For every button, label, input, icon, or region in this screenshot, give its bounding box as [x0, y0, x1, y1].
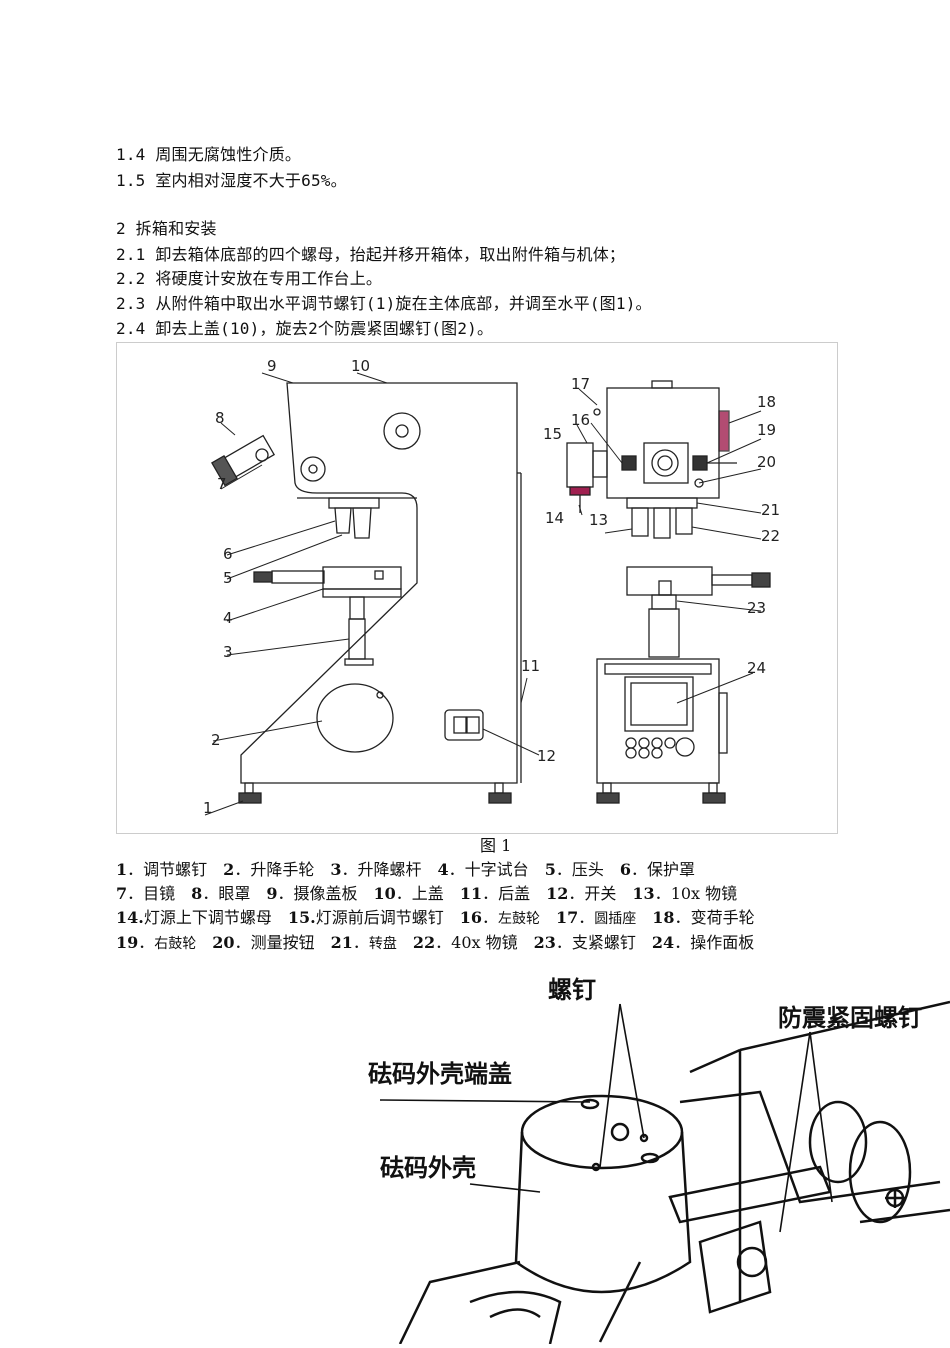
callout-15: 15	[543, 425, 562, 443]
callout-12: 12	[537, 747, 556, 765]
legend-number: 3	[330, 860, 342, 879]
callout-21: 21	[761, 501, 780, 519]
legend-number: 17	[556, 908, 579, 927]
callout-23: 23	[747, 599, 766, 617]
label-antishock-screw: 防震紧固螺钉	[778, 1004, 922, 1032]
legend-term: 调节螺钉	[143, 860, 208, 879]
legend-term: 灯源前后调节螺钉	[315, 908, 444, 927]
legend-number: 20	[212, 933, 235, 952]
legend-term: 保护罩	[647, 860, 696, 879]
callout-22: 22	[761, 527, 780, 545]
callout-19: 19	[757, 421, 776, 439]
label-screw: 螺钉	[548, 976, 596, 1004]
legend-number: 11	[459, 884, 483, 903]
legend-row: 1．调节螺钉 2．升降手轮 3．升降螺杆 4．十字试台 5．压头 6．保护罩	[116, 860, 696, 879]
legend-number: 14.	[116, 908, 144, 927]
callout-1: 1	[203, 799, 213, 817]
legend-number: 21	[330, 933, 353, 952]
legend-row: 7．目镜 8．眼罩 9．摄像盖板 10．上盖 11．后盖 12．开关 13．10…	[116, 884, 738, 903]
legend-term: 目镜	[143, 884, 176, 903]
legend-number: 23	[533, 933, 556, 952]
legend-number: 24	[651, 933, 675, 952]
legend-term: 后盖	[498, 884, 531, 903]
legend-term: 右鼓轮	[154, 936, 197, 952]
legend-term: 眼罩	[218, 884, 251, 903]
legend-term: 圆插座	[594, 911, 637, 927]
section-heading: 2 拆箱和安装	[116, 219, 217, 238]
callout-13: 13	[589, 511, 608, 529]
legend-term: 十字试台	[464, 860, 529, 879]
legend-term: 升降螺杆	[357, 860, 422, 879]
legend-number: 2	[223, 860, 235, 879]
legend-term: 40x 物镜	[451, 933, 518, 952]
callout-4: 4	[223, 609, 233, 627]
legend-term: 10x 物镜	[670, 884, 738, 903]
callout-8: 8	[215, 409, 225, 427]
text-line: 2.4 卸去上盖(10)，旋去2个防震紧固螺钉(图2)。	[116, 319, 494, 338]
legend-number: 15.	[287, 908, 316, 927]
callout-11: 11	[521, 657, 540, 675]
legend-number: 1	[116, 860, 128, 879]
legend-number: 7	[116, 884, 128, 903]
text-line: 1.4 周围无腐蚀性介质。	[116, 145, 302, 164]
legend-number: 4	[437, 860, 449, 879]
callout-2: 2	[211, 731, 221, 749]
legend-term: 摄像盖板	[293, 884, 358, 903]
callout-14: 14	[545, 509, 564, 527]
legend-number: 13	[632, 884, 655, 903]
callout-6: 6	[223, 545, 233, 563]
figure-2-weight-housing-diagram: 螺钉 防震紧固螺钉 砝码外壳端盖 砝码外壳	[0, 962, 950, 1345]
label-weight-housing: 砝码外壳	[380, 1154, 476, 1182]
figure-1-hardness-tester-diagram: 9 10 8 7 6 5 4 3 2 1 11 12 13 14 15 16 1…	[116, 342, 838, 834]
legend-row: 14.灯源上下调节螺母 15.灯源前后调节螺钉 16．左鼓轮 17．圆插座 18…	[116, 908, 755, 927]
callout-20: 20	[757, 453, 776, 471]
legend-number: 9	[266, 884, 278, 903]
label-weight-housing-cap: 砝码外壳端盖	[368, 1060, 512, 1088]
legend-number: 8	[191, 884, 203, 903]
legend-term: 升降手轮	[250, 860, 315, 879]
legend-number: 10	[373, 884, 396, 903]
text-line: 2.1 卸去箱体底部的四个螺母，抬起并移开箱体，取出附件箱与机体；	[116, 245, 626, 264]
legend-term: 变荷手轮	[690, 908, 755, 927]
legend-term: 支紧螺钉	[571, 933, 636, 952]
callout-3: 3	[223, 643, 233, 661]
legend-number: 12	[546, 884, 569, 903]
legend-term: 测量按钮	[250, 933, 315, 952]
legend-number: 18	[652, 908, 675, 927]
callout-7: 7	[217, 475, 227, 493]
legend-number: 16	[459, 908, 482, 927]
callout-18: 18	[757, 393, 776, 411]
legend-term: 操作面板	[690, 933, 755, 952]
legend-number: 6	[619, 860, 631, 879]
callout-5: 5	[223, 569, 233, 587]
callout-16: 16	[571, 411, 590, 429]
text-line: 2.3 从附件箱中取出水平调节螺钉(1)旋在主体底部，并调至水平(图1)。	[116, 294, 652, 313]
text-line: 2.2 将硬度计安放在专用工作台上。	[116, 269, 383, 288]
legend-number: 19	[116, 933, 139, 952]
legend-term: 左鼓轮	[498, 911, 540, 927]
legend-term: 转盘	[368, 936, 397, 952]
figure-1-caption: 图 1	[480, 836, 512, 855]
text-line: 1.5 室内相对湿度不大于65%。	[116, 171, 347, 190]
callout-24: 24	[747, 659, 766, 677]
legend-term: 压头	[571, 860, 604, 879]
legend-term: 上盖	[411, 884, 444, 903]
legend-number: 22	[412, 933, 436, 952]
callout-17: 17	[571, 375, 590, 393]
legend-number: 5	[544, 860, 556, 879]
legend-row: 19．右鼓轮 20．测量按钮 21．转盘 22．40x 物镜 23．支紧螺钉 2…	[116, 933, 755, 952]
legend-term: 灯源上下调节螺母	[143, 908, 272, 927]
callout-9: 9	[267, 357, 277, 375]
legend-term: 开关	[584, 884, 617, 903]
callout-10: 10	[351, 357, 370, 375]
